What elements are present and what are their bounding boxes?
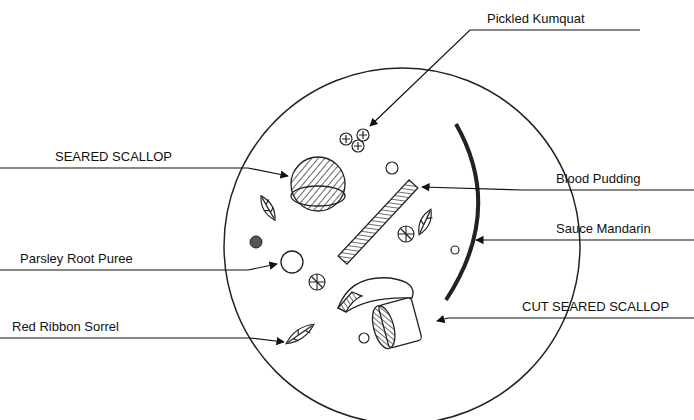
plate: [224, 68, 580, 420]
leader-lines: [0, 30, 694, 342]
sauce-stroke: [446, 124, 478, 300]
callout-label: Red Ribbon Sorrel: [12, 319, 119, 335]
callout-label: Blood Pudding: [556, 171, 641, 187]
blood-pudding: [338, 180, 418, 264]
callout-label: SEARED SCALLOP: [55, 149, 172, 165]
kumquats: [340, 129, 369, 152]
puree: [281, 251, 303, 273]
callout-label: CUT SEARED SCALLOP: [522, 299, 669, 315]
sorrel-leaves: [257, 193, 436, 347]
cut-scallop: [338, 278, 422, 351]
herb-dot: [250, 236, 262, 248]
callout-label: Sauce Mandarin: [556, 221, 651, 237]
scallop: [291, 157, 345, 211]
callout-label: Pickled Kumquat: [487, 11, 585, 27]
callout-label: Parsley Root Puree: [20, 251, 133, 267]
